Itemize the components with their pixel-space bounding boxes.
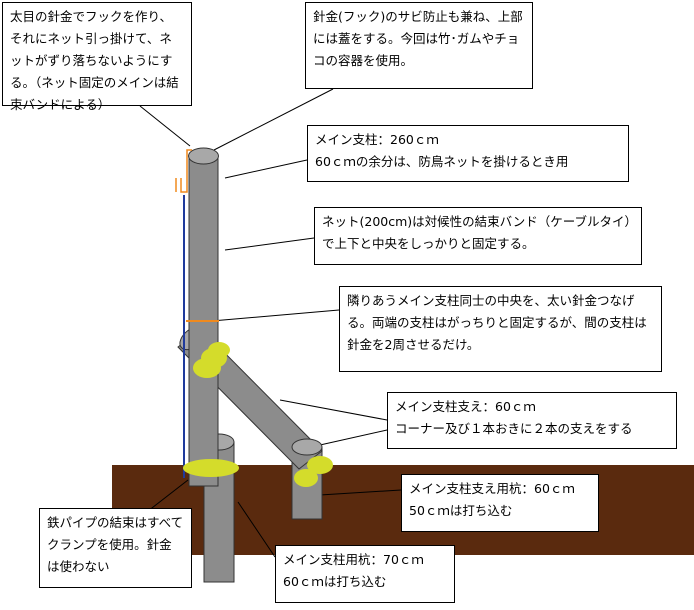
clamp-brace-bottom-b bbox=[307, 456, 333, 474]
clamp-ground bbox=[183, 459, 239, 477]
callout-cap-note: 針金(フック)のサビ防止も兼ね、上部には蓋をする。今回は竹･ガムやチョコの容器を… bbox=[305, 2, 533, 89]
wire-hook bbox=[180, 149, 192, 193]
callout-hook-note: 太目の針金でフックを作り、それにネット引っ掛けて、ネットがずり落ちないようにする… bbox=[2, 2, 192, 112]
callout-net-tie: ネット(200cm)は対候性の結束バンド（ケーブルタイ）で上下と中央をしっかりと… bbox=[314, 207, 642, 265]
callout-main-post: メイン支柱：260ｃｍ 60ｃｍの余分は、防鳥ネットを掛けるとき用 bbox=[307, 125, 629, 182]
callout-brace: メイン支柱支え：60ｃｍ コーナー及び１本おきに２本の支えをする bbox=[387, 392, 677, 449]
callout-main-stake: メイン支柱用杭：70ｃｍ 60ｃｍは打ち込む bbox=[275, 545, 455, 603]
callout-brace-stake: メイン支柱支え用杭：60ｃｍ 50ｃｍは打ち込む bbox=[401, 474, 599, 532]
clamps bbox=[183, 342, 333, 487]
callout-clamp-note: 鉄パイプの結束はすべてクランプを使用。針金は使わない bbox=[39, 508, 192, 588]
main-post-cap bbox=[188, 147, 219, 165]
clamp-brace-top-c bbox=[208, 342, 230, 358]
clamp-brace-bottom-a bbox=[294, 469, 318, 487]
callout-wire-join: 隣りあうメイン支柱同士の中央を、太い針金つなげる。両端の支柱はがっちりと固定する… bbox=[339, 286, 662, 372]
brace-stake-top bbox=[291, 438, 323, 456]
